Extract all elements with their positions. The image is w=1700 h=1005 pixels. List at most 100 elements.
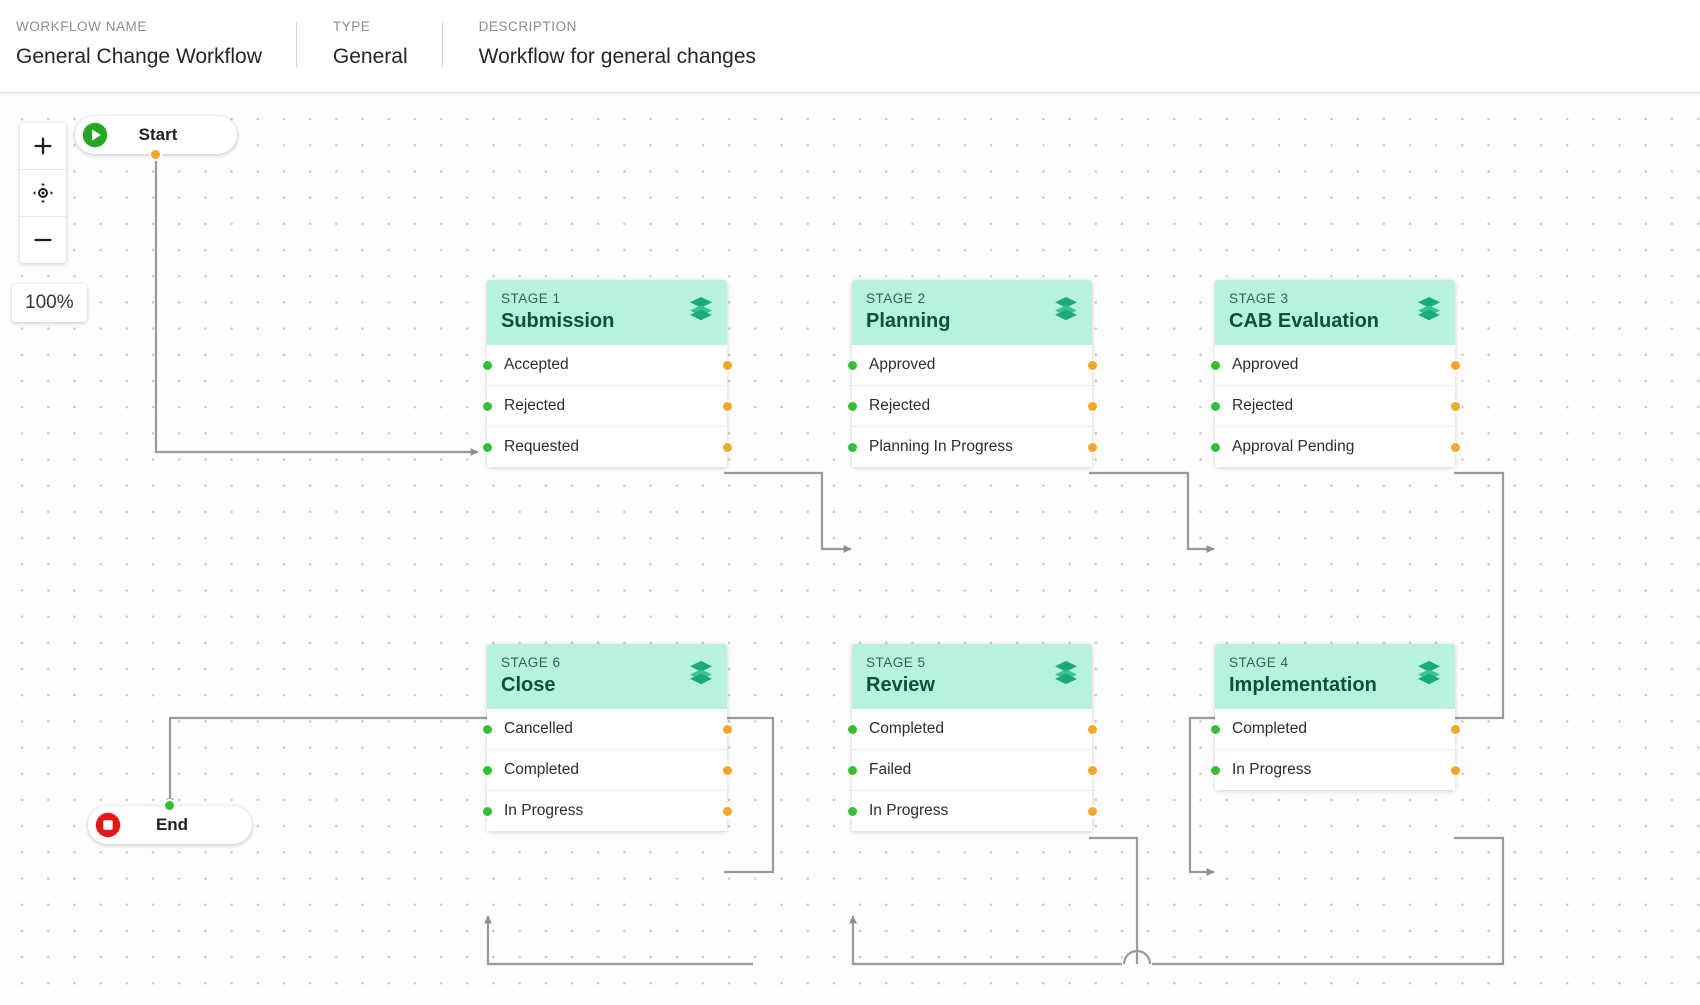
port-input-dot[interactable] — [1208, 440, 1222, 454]
header-divider-1 — [295, 22, 297, 68]
port-input-dot[interactable] — [480, 440, 494, 454]
zoom-in-button[interactable] — [20, 123, 66, 169]
port-row[interactable]: Completed — [845, 709, 1099, 749]
port-output-dot[interactable] — [720, 763, 734, 777]
port-output-dot[interactable] — [1085, 722, 1099, 736]
port-output-dot[interactable] — [720, 440, 734, 454]
port-row[interactable]: Planning In Progress — [845, 426, 1099, 467]
port-output-dot[interactable] — [1085, 358, 1099, 372]
port-input-dot[interactable] — [1208, 358, 1222, 372]
port-row[interactable]: In Progress — [480, 790, 734, 831]
stage-number: STAGE 6 — [501, 655, 561, 670]
workflow-canvas[interactable]: 100% Start End STAGE 1 Submission — [0, 98, 1700, 1005]
stage-number: STAGE 5 — [866, 655, 926, 670]
port-label: Failed — [869, 761, 912, 778]
port-input-dot[interactable] — [480, 358, 494, 372]
edge-implementation-completed-to-review — [853, 836, 1505, 966]
port-output-dot[interactable] — [1085, 763, 1099, 777]
zoom-level-indicator[interactable]: 100% — [12, 284, 87, 322]
type-value: General — [332, 45, 408, 68]
port-output-dot[interactable] — [720, 722, 734, 736]
port-label: Completed — [869, 720, 944, 737]
port-row[interactable]: Completed — [480, 749, 734, 790]
port-output-dot[interactable] — [1448, 763, 1462, 777]
port-row[interactable]: In Progress — [845, 790, 1099, 831]
port-row[interactable]: In Progress — [1208, 749, 1462, 790]
stage-number: STAGE 3 — [1229, 291, 1289, 306]
stage-card-review[interactable]: STAGE 5 Review Completed Failed — [845, 644, 1099, 831]
port-output-dot[interactable] — [720, 804, 734, 818]
port-row[interactable]: Rejected — [1208, 385, 1462, 426]
zoom-out-button[interactable] — [20, 216, 66, 263]
stage-number: STAGE 2 — [866, 291, 926, 306]
minus-icon — [34, 238, 52, 242]
port-output-dot[interactable] — [1085, 440, 1099, 454]
port-output-dot[interactable] — [1448, 358, 1462, 372]
stage-card-cab-evaluation[interactable]: STAGE 3 CAB Evaluation Approved Rejected — [1208, 280, 1462, 467]
port-input-dot[interactable] — [480, 804, 494, 818]
port-row[interactable]: Approved — [845, 345, 1099, 385]
port-output-dot[interactable] — [1448, 722, 1462, 736]
port-label: Approval Pending — [1232, 438, 1355, 455]
edge-start-to-submission — [154, 154, 479, 456]
plus-icon — [34, 137, 52, 155]
zoom-controls[interactable] — [20, 123, 66, 263]
end-input-port[interactable] — [163, 799, 176, 812]
stage-title: Review — [866, 674, 935, 696]
port-label: Cancelled — [504, 720, 573, 737]
port-input-dot[interactable] — [1208, 399, 1222, 413]
port-input-dot[interactable] — [1208, 722, 1222, 736]
port-row[interactable]: Requested — [480, 426, 734, 467]
workflow-header: WORKFLOW NAME General Change Workflow TY… — [0, 0, 1700, 98]
port-output-dot[interactable] — [1448, 399, 1462, 413]
header-divider-2 — [441, 22, 443, 68]
stage-number: STAGE 4 — [1229, 655, 1289, 670]
start-node[interactable]: Start — [75, 116, 237, 161]
port-input-dot[interactable] — [480, 722, 494, 736]
port-output-dot[interactable] — [1448, 440, 1462, 454]
port-input-dot[interactable] — [845, 440, 859, 454]
port-input-dot[interactable] — [845, 804, 859, 818]
stage-card-implementation[interactable]: STAGE 4 Implementation Completed In Prog… — [1208, 644, 1462, 790]
port-row[interactable]: Rejected — [845, 385, 1099, 426]
port-row[interactable]: Cancelled — [480, 709, 734, 749]
port-input-dot[interactable] — [845, 399, 859, 413]
header-shadow — [0, 93, 1700, 98]
port-output-dot[interactable] — [1085, 804, 1099, 818]
port-row[interactable]: Accepted — [480, 345, 734, 385]
port-label: In Progress — [1232, 761, 1312, 778]
layers-icon — [690, 661, 712, 684]
port-input-dot[interactable] — [1208, 763, 1222, 777]
stage-header: STAGE 5 Review — [852, 644, 1092, 709]
description-value: Workflow for general changes — [478, 45, 757, 68]
crosshair-icon — [32, 182, 54, 204]
port-input-dot[interactable] — [845, 763, 859, 777]
port-row[interactable]: Approved — [1208, 345, 1462, 385]
port-row[interactable]: Completed — [1208, 709, 1462, 749]
end-node[interactable]: End — [88, 799, 252, 844]
stage-card-submission[interactable]: STAGE 1 Submission Accepted Rejected — [480, 280, 734, 467]
play-circle-icon — [82, 122, 108, 148]
edge-submission-accepted-to-planning — [724, 471, 852, 553]
port-input-dot[interactable] — [480, 763, 494, 777]
port-output-dot[interactable] — [720, 358, 734, 372]
port-input-dot[interactable] — [480, 399, 494, 413]
port-input-dot[interactable] — [845, 722, 859, 736]
stage-title: Planning — [866, 310, 951, 332]
fit-view-button[interactable] — [20, 169, 66, 216]
stage-card-planning[interactable]: STAGE 2 Planning Approved Rejected — [845, 280, 1099, 467]
port-row[interactable]: Approval Pending — [1208, 426, 1462, 467]
stage-header: STAGE 3 CAB Evaluation — [1215, 280, 1455, 345]
stage-card-close[interactable]: STAGE 6 Close Cancelled Completed — [480, 644, 734, 831]
layers-icon — [1055, 661, 1077, 684]
start-output-port[interactable] — [149, 148, 162, 161]
stage-header: STAGE 4 Implementation — [1215, 644, 1455, 709]
port-row[interactable]: Rejected — [480, 385, 734, 426]
port-row[interactable]: Failed — [845, 749, 1099, 790]
port-output-dot[interactable] — [1085, 399, 1099, 413]
port-output-dot[interactable] — [720, 399, 734, 413]
stage-title: CAB Evaluation — [1229, 310, 1380, 332]
stage-title: Implementation — [1229, 674, 1377, 696]
port-input-dot[interactable] — [845, 358, 859, 372]
